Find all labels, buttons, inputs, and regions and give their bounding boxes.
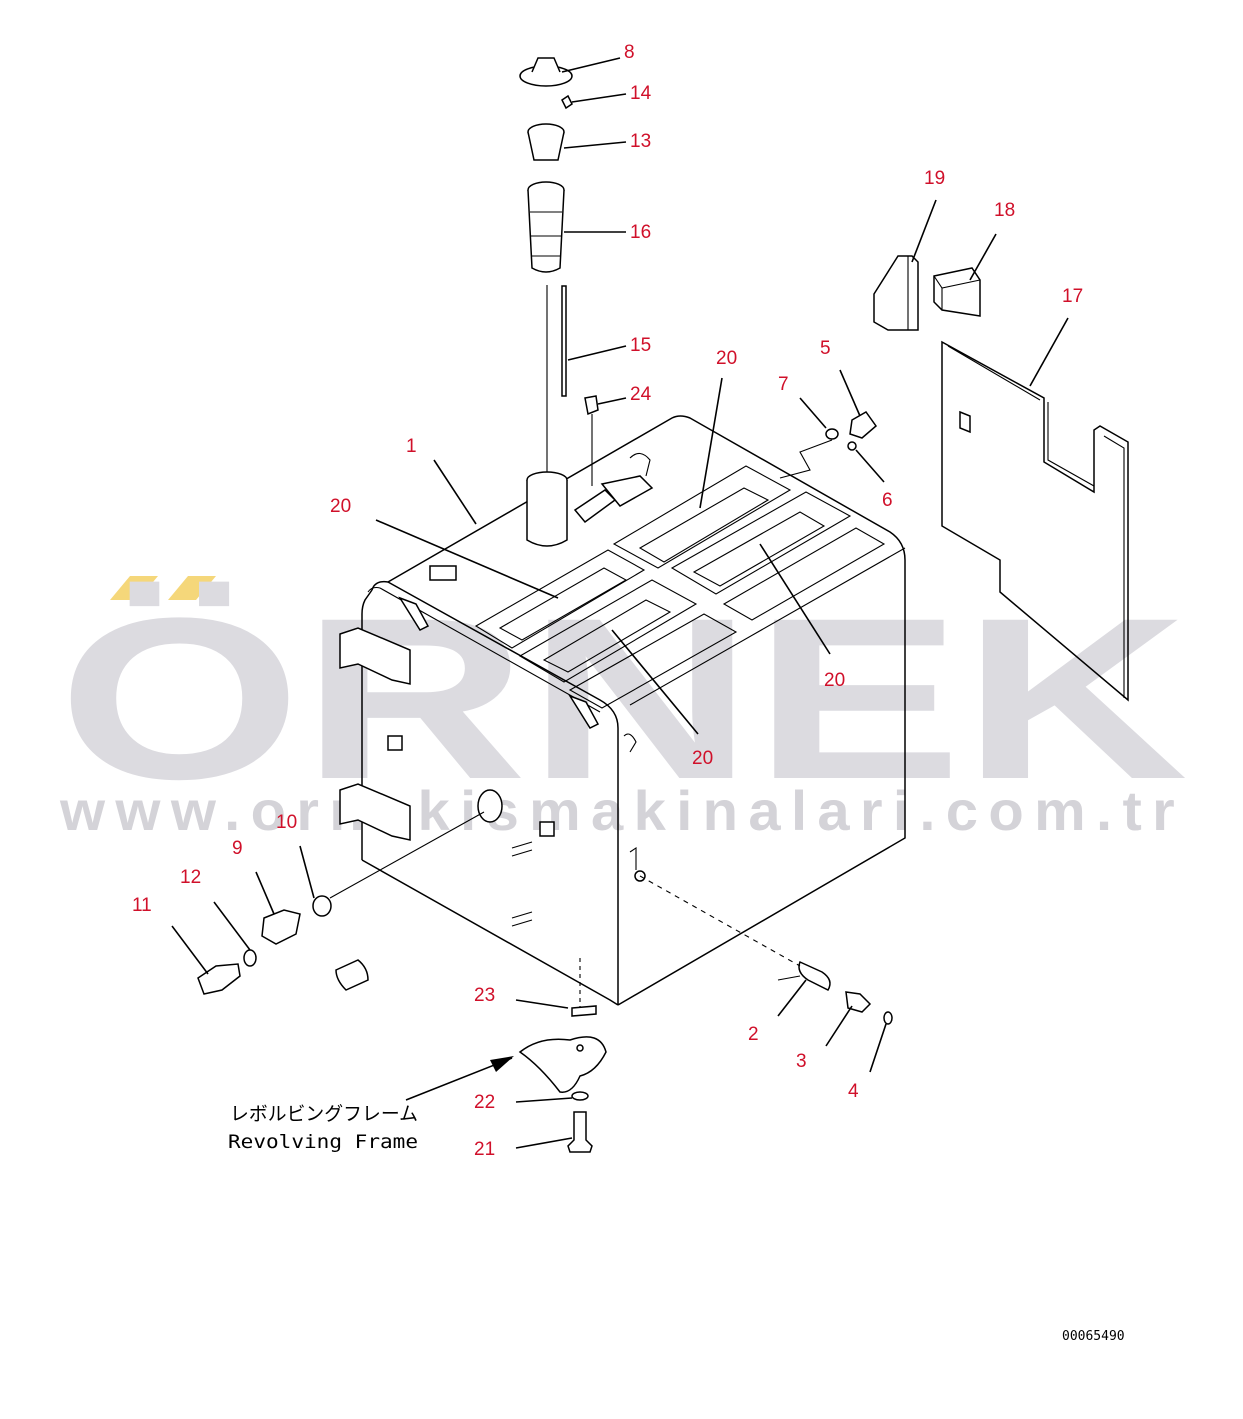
callout-4: 4 [848,1081,859,1102]
watermark-url: www.ornekismakinalari.com.tr [59,779,1185,842]
callout-11: 11 [132,895,152,916]
callout-12: 12 [180,867,201,888]
callout-19: 19 [924,168,945,189]
callout-7: 7 [778,374,789,395]
callout-14: 14 [630,83,652,104]
callout-17: 17 [1062,286,1083,307]
callouts: 8 14 13 16 15 24 19 18 17 5 7 6 20 1 20 … [132,42,1083,1160]
filler-cap-assembly [519,57,599,486]
stopper-block [873,255,919,331]
callout-22: 22 [474,1092,495,1113]
watermark-accent-left [110,576,158,600]
mounting-hardware [518,958,607,1153]
callout-24: 24 [630,384,652,405]
cushion-pad [933,267,981,317]
revolving-frame-label-en: Revolving Frame [228,1131,418,1153]
cover-plate [941,340,1129,702]
callout-20-right: 20 [824,670,845,691]
callout-20-bottom: 20 [692,748,713,769]
callout-9: 9 [232,838,243,859]
callout-20-top: 20 [716,348,737,369]
watermark-brand: ÖRNEK [58,570,1188,827]
revolving-frame-plate [518,1036,607,1093]
callout-10: 10 [276,812,297,833]
callout-23: 23 [474,985,495,1006]
callout-6: 6 [882,490,893,511]
watermark-accent-right [168,576,216,600]
callout-3: 3 [796,1051,807,1072]
fittings-left [197,811,485,995]
callout-2: 2 [748,1024,759,1045]
revolving-frame-label: レボルビングフレーム Revolving Frame [228,1103,418,1153]
callout-20-left: 20 [330,496,351,517]
leader-lines [171,57,1069,1149]
callout-15: 15 [630,335,651,356]
callout-16: 16 [630,222,651,243]
callout-18: 18 [994,200,1015,221]
callout-1: 1 [406,436,417,457]
hydraulic-tank [339,285,906,1006]
callout-8: 8 [624,42,635,63]
revolving-frame-label-jp: レボルビングフレーム [230,1103,418,1125]
callout-13: 13 [630,131,651,152]
drawing-number: 00065490 [1062,1329,1125,1344]
watermark: ÖRNEK www.ornekismakinalari.com.tr [58,570,1188,842]
side-panel-assembly [873,255,1129,702]
callout-5: 5 [820,338,831,359]
callout-21: 21 [474,1139,495,1160]
